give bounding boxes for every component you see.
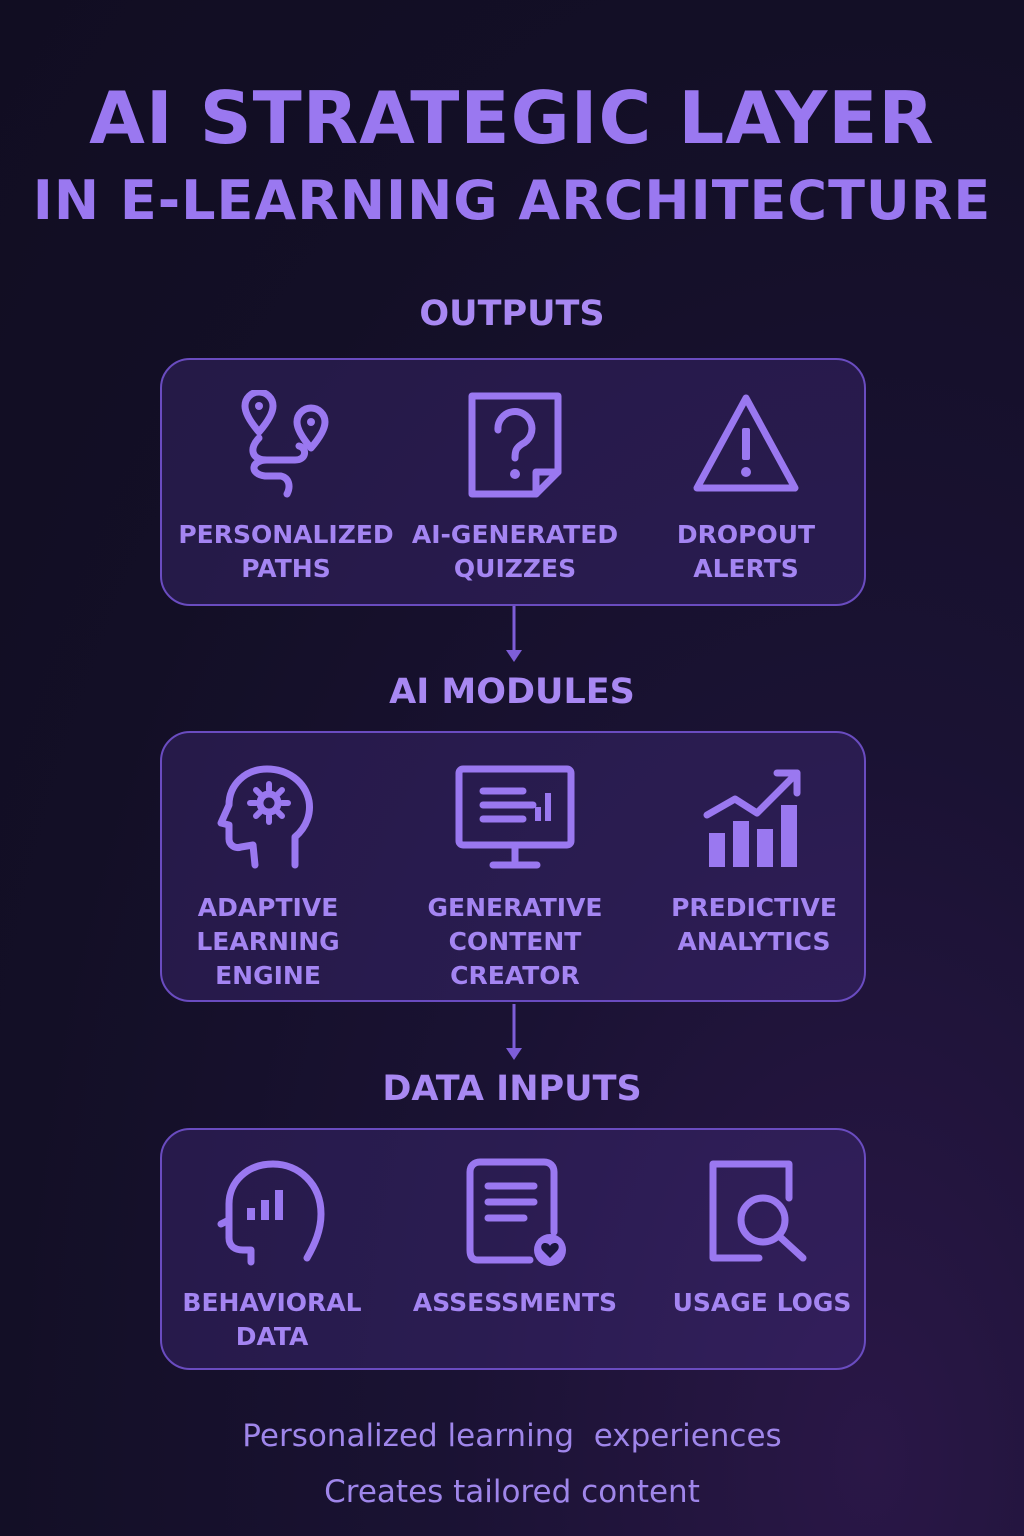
output-label-personalized-paths: PERSONALIZED PATHS [178, 520, 394, 583]
outputs-panel: PERSONALIZED PATHS AI-GENERATED QUIZZES … [160, 358, 866, 606]
footer-line-2: Creates tailored content [324, 1474, 700, 1510]
input-item-assessments: ASSESSMENTS [405, 1158, 625, 1320]
input-label-usage-logs: USAGE LOGS [672, 1288, 852, 1317]
page-title: AI STRATEGIC LAYER [89, 76, 935, 160]
head-chart-icon [217, 1160, 325, 1266]
output-item-dropout-alerts: DROPOUT ALERTS [636, 390, 856, 586]
page-subtitle: IN E-LEARNING ARCHITECTURE [32, 169, 992, 232]
module-label-adaptive-learning-engine: ADAPTIVE LEARNING ENGINE [196, 893, 340, 990]
monitor-icon [455, 765, 575, 869]
map-route-icon [241, 390, 329, 498]
input-label-assessments: ASSESSMENTS [412, 1288, 618, 1317]
arrow-down-icon [506, 1004, 522, 1060]
document-badge-icon [466, 1158, 566, 1266]
output-item-personalized-paths: PERSONALIZED PATHS [176, 390, 396, 586]
outputs-label: OUTPUTS [419, 294, 605, 334]
output-label-ai-generated-quizzes: AI-GENERATED QUIZZES [411, 520, 619, 583]
trend-chart-icon [703, 769, 801, 867]
footer-line-1: Personalized learning experiences [242, 1418, 782, 1454]
modules-label: AI MODULES [389, 672, 635, 712]
module-item-adaptive-learning-engine: ADAPTIVE LEARNING ENGINE [158, 763, 378, 993]
inputs-label: DATA INPUTS [382, 1069, 642, 1109]
module-item-predictive-analytics: PREDICTIVE ANALYTICS [644, 763, 864, 959]
question-document-icon [468, 392, 562, 498]
inputs-panel: BEHAVIORAL DATA ASSESSMENTS USAGE LOGS [160, 1128, 866, 1370]
warning-triangle-icon [693, 394, 799, 492]
modules-panel: ADAPTIVE LEARNING ENGINE GENERATIVE CONT… [160, 731, 866, 1002]
output-label-dropout-alerts: DROPOUT ALERTS [676, 520, 816, 583]
module-label-predictive-analytics: PREDICTIVE ANALYTICS [671, 893, 837, 956]
module-label-generative-content-creator: GENERATIVE CONTENT CREATOR [427, 893, 603, 990]
magnifier-document-icon [709, 1160, 807, 1262]
input-item-usage-logs: USAGE LOGS [652, 1158, 872, 1320]
input-item-behavioral-data: BEHAVIORAL DATA [162, 1158, 382, 1354]
output-item-ai-generated-quizzes: AI-GENERATED QUIZZES [405, 390, 625, 586]
input-label-behavioral-data: BEHAVIORAL DATA [182, 1288, 362, 1351]
module-item-generative-content-creator: GENERATIVE CONTENT CREATOR [395, 763, 635, 993]
arrow-down-icon [506, 606, 522, 662]
head-gear-icon [217, 765, 313, 869]
